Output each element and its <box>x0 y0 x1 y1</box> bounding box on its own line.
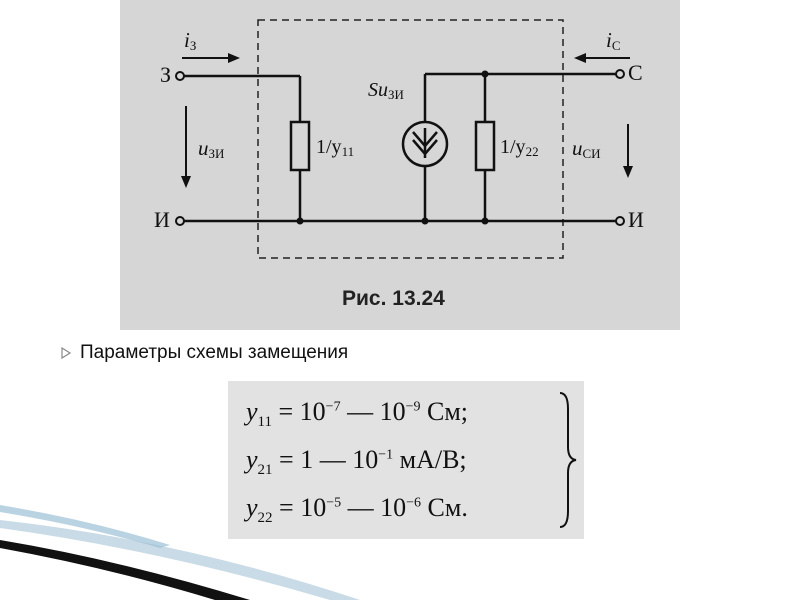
bullet-text: Параметры схемы замещения <box>80 342 349 363</box>
node <box>296 217 304 225</box>
gate-current-label: iЗ <box>184 28 197 53</box>
node <box>481 70 489 78</box>
circuit-figure: З И С И iЗ iС uЗИ uСИ SuЗИ 1/y11 1/y22 Р… <box>120 0 680 330</box>
gate-current-arrow-head <box>228 53 240 63</box>
param-row-y22: y22 = 10−5 — 10−6 См. <box>246 493 468 526</box>
equivalent-circuit-diagram <box>175 19 633 259</box>
dashed-boundary <box>257 19 564 259</box>
drain-voltage-label: uСИ <box>572 136 601 161</box>
terminal-drain-label: С <box>628 60 643 85</box>
current-source-arrow-head-2 <box>412 131 438 148</box>
figure-caption: Рис. 13.24 <box>342 287 445 310</box>
bullet-item: Параметры схемы замещения <box>60 342 348 364</box>
bullet-arrow-icon <box>61 347 72 359</box>
resistor-y22-label: 1/y22 <box>500 136 539 159</box>
param-row-y21: y21 = 1 — 10−1 мА/В; <box>246 445 467 478</box>
resistor-y11 <box>289 120 311 172</box>
drain-current-label: iС <box>606 28 621 53</box>
drain-voltage-arrow-head <box>623 166 633 178</box>
terminal-gate-label: З <box>160 62 172 87</box>
terminal-drain <box>615 69 625 79</box>
terminal-source-right <box>615 216 625 226</box>
terminal-source-left-label: И <box>154 207 170 232</box>
parameters-box: y11 = 10−7 — 10−9 См; y21 = 1 — 10−1 мА/… <box>228 381 584 539</box>
node <box>481 217 489 225</box>
terminal-source-right-label: И <box>628 207 644 232</box>
gate-voltage-label: uЗИ <box>198 136 225 161</box>
current-source-label: SuЗИ <box>368 79 404 102</box>
terminal-source-left <box>175 216 185 226</box>
right-brace <box>559 392 577 528</box>
drain-current-arrow-head <box>574 53 586 63</box>
resistor-y22 <box>474 120 496 172</box>
node <box>421 217 429 225</box>
terminal-gate <box>175 71 185 81</box>
current-source-arrow-head <box>412 139 438 156</box>
param-row-y11: y11 = 10−7 — 10−9 См; <box>246 397 469 430</box>
gate-voltage-arrow-head <box>181 176 191 188</box>
resistor-y11-label: 1/y11 <box>316 136 355 159</box>
